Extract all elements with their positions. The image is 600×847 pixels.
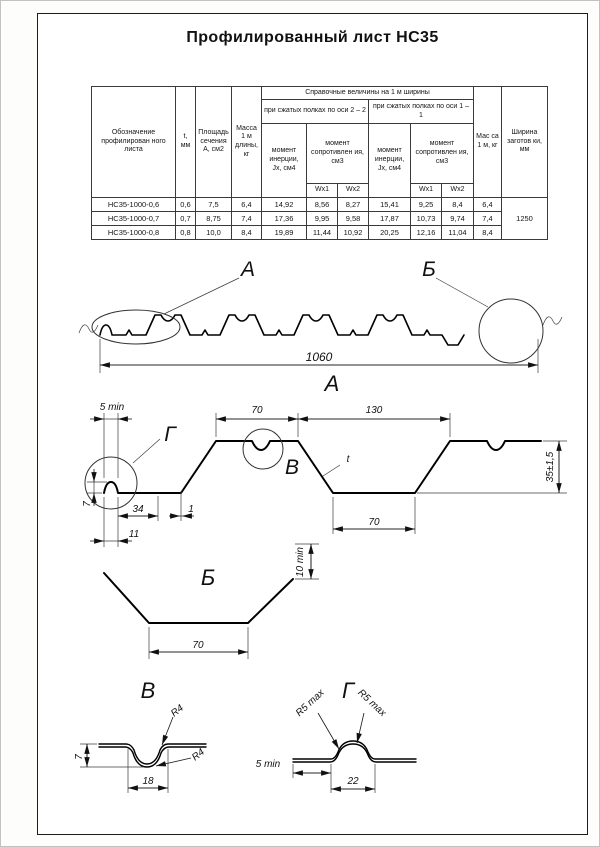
overview-drawing: А Б 1060 xyxy=(78,258,563,373)
dim-11: 11 xyxy=(129,529,139,540)
dim-edge: 5 min xyxy=(256,759,281,770)
detail-v-title: В xyxy=(141,678,156,703)
cell-jx-11: 20,25 xyxy=(368,225,411,240)
dim-edge-min: 5 min xyxy=(100,402,125,413)
detail-g-callout-circle xyxy=(84,456,138,510)
cell-mass: 8,4 xyxy=(473,225,502,240)
spec-table: Обозначение профилирован ного листа t, м… xyxy=(91,86,548,240)
detail-v-label: В xyxy=(285,456,299,479)
detail-v-callout-circle xyxy=(242,428,284,470)
detail-b-title: Б xyxy=(201,565,215,590)
dim-depth: 7 xyxy=(74,754,85,760)
radius-top-label: R4 xyxy=(169,702,186,719)
dim-width: 22 xyxy=(346,776,359,787)
radius-right-label: R5 max xyxy=(355,687,388,719)
dim-width: 18 xyxy=(142,776,154,787)
dim-flange-bottom: 70 xyxy=(368,517,380,528)
detail-v-drawing: В R4 R4 18 7 xyxy=(74,678,207,793)
detail-b-callout-circle xyxy=(478,298,544,364)
detail-a-drawing: А 5 min 70 130 Г В t xyxy=(82,371,567,547)
header-area: Площадь сечения А, см2 xyxy=(195,86,232,198)
thickness-leader xyxy=(322,464,341,477)
radius-leader xyxy=(356,712,365,744)
page-title: Профилированный лист НС35 xyxy=(186,29,439,46)
detail-g-drawing: Г R5 max R5 max 5 min 22 xyxy=(256,678,417,793)
extension-lines xyxy=(148,543,319,659)
dim-flange: 70 xyxy=(192,640,204,651)
header-mass: Мас са 1 м, кг xyxy=(473,86,502,198)
overview-profile-path xyxy=(99,314,465,346)
detail-b-profile-path xyxy=(103,572,294,624)
detail-a-profile-path xyxy=(103,440,542,494)
detail-v-profile-inner xyxy=(98,746,207,768)
dim-1: 1 xyxy=(188,504,194,515)
dim-flange-top: 70 xyxy=(251,405,263,416)
detail-g-label: Г xyxy=(164,423,177,446)
header-blank-width: Ширина заготов ки, мм xyxy=(501,86,548,198)
callout-b-leader xyxy=(435,277,489,308)
header-inertia-22: момент инерции, Jx, см4 xyxy=(261,123,307,198)
extension-lines xyxy=(80,743,169,793)
header-inertia-11: момент инерции, Jx, см4 xyxy=(368,123,411,198)
radius-leader xyxy=(317,712,340,750)
dim-rib-spacing: 130 xyxy=(366,405,383,416)
break-mark-left xyxy=(78,324,99,334)
radius-leader xyxy=(155,757,192,767)
table-row: НС35-1000-0,8 0,8 10,0 8,4 19,89 11,44 1… xyxy=(91,225,548,240)
header-axis-2-2: при сжатых полках по оси 2 – 2 xyxy=(261,99,369,124)
radius-left-label: R5 max xyxy=(294,687,327,719)
detail-g-title: Г xyxy=(342,678,356,703)
header-resistance-22: момент сопротивлен ия, см3 xyxy=(306,123,369,184)
break-mark-right xyxy=(542,316,563,326)
detail-g-profile-outer xyxy=(292,740,417,760)
dim-lip: 10 min xyxy=(295,547,306,577)
table-row: НС35-1000-0,7 0,7 8,75 7,4 17,36 9,95 9,… xyxy=(91,211,548,226)
radius-bottom-label: R4 xyxy=(190,746,207,763)
detail-a-callout-ellipse xyxy=(91,309,181,345)
callout-label-a: А xyxy=(239,258,255,281)
detail-b-drawing: Б 70 10 min xyxy=(103,543,319,659)
extension-lines xyxy=(87,413,567,547)
dim-34: 34 xyxy=(132,504,144,515)
thickness-label: t xyxy=(347,454,351,465)
header-designation: Обозначение профилирован ного листа xyxy=(91,86,176,198)
detail-a-title: А xyxy=(323,371,340,396)
radius-leader xyxy=(161,716,174,746)
dim-overall-width: 1060 xyxy=(306,350,333,364)
callout-a-leader xyxy=(163,277,240,315)
dim-bump-height: 7 xyxy=(82,501,93,507)
callout-label-b: Б xyxy=(422,258,436,281)
detail-v-profile-outer xyxy=(98,743,207,765)
table-row: НС35-1000-0,6 0,6 7,5 6,4 14,92 8,56 8,2… xyxy=(91,197,548,240)
cell-blank-width: 1250 xyxy=(501,197,548,240)
header-resistance-11: момент сопротивлен ия, см3 xyxy=(410,123,474,184)
detail-g-profile-inner xyxy=(292,743,417,763)
header-mass-length: Масса 1 м длины, кг xyxy=(231,86,262,198)
dim-profile-height: 35±1,5 xyxy=(545,451,556,482)
detail-g-leader xyxy=(132,438,161,464)
